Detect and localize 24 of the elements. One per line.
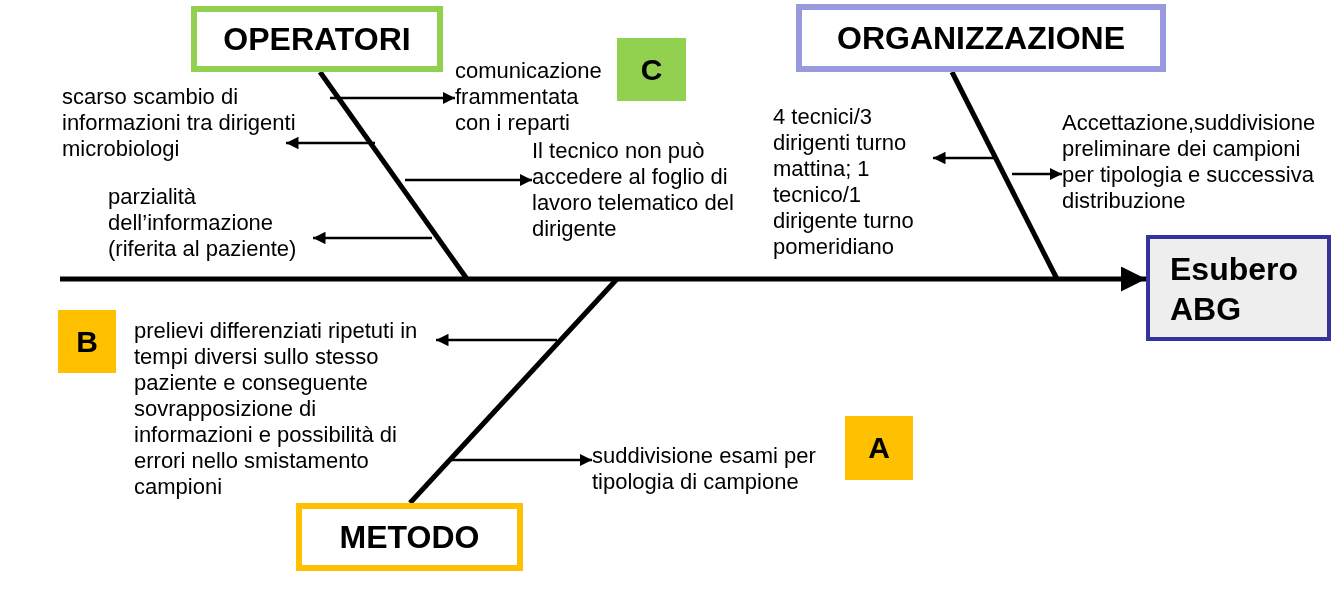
cause-text: comunicazione frammentata con i reparti xyxy=(455,58,615,136)
arrow xyxy=(1012,167,1062,181)
letter-badge: B xyxy=(58,310,116,373)
arrow xyxy=(452,453,592,467)
letter-badge: A xyxy=(845,416,913,480)
arrow xyxy=(933,151,995,165)
arrow xyxy=(405,173,532,187)
category-box: OPERATORI xyxy=(191,6,443,72)
letter-badge: C xyxy=(617,38,686,101)
arrow xyxy=(436,333,557,347)
cause-text: Accettazione,suddivisione preliminare dei campioni per tipologia e successiva distribuzione xyxy=(1062,110,1334,214)
arrow xyxy=(286,136,375,150)
cause-text: prelievi differenziati ripetuti in tempi diversi sullo stesso paziente e conseguente sovrapposizione di informazioni e possibilità di errori nello smistamento campioni xyxy=(134,318,436,500)
arrow xyxy=(313,231,432,245)
category-box: ORGANIZZAZIONE xyxy=(796,4,1166,72)
cause-text: parzialità dell’informazione (riferita al paziente) xyxy=(108,184,313,262)
category-box: METODO xyxy=(296,503,523,571)
arrow xyxy=(60,266,1146,292)
cause-text: 4 tecnici/3 dirigenti turno mattina; 1 tecnico/1 dirigente turno pomeridiano xyxy=(773,104,933,260)
cause-text: scarso scambio di informazioni tra dirigenti microbiologi xyxy=(62,84,312,162)
arrow xyxy=(330,91,455,105)
effect-box: Esubero ABG xyxy=(1146,235,1331,341)
cause-text: suddivisione esami per tipologia di campione xyxy=(592,443,830,495)
cause-text: Il tecnico non può accedere al foglio di lavoro telematico del dirigente xyxy=(532,138,738,242)
